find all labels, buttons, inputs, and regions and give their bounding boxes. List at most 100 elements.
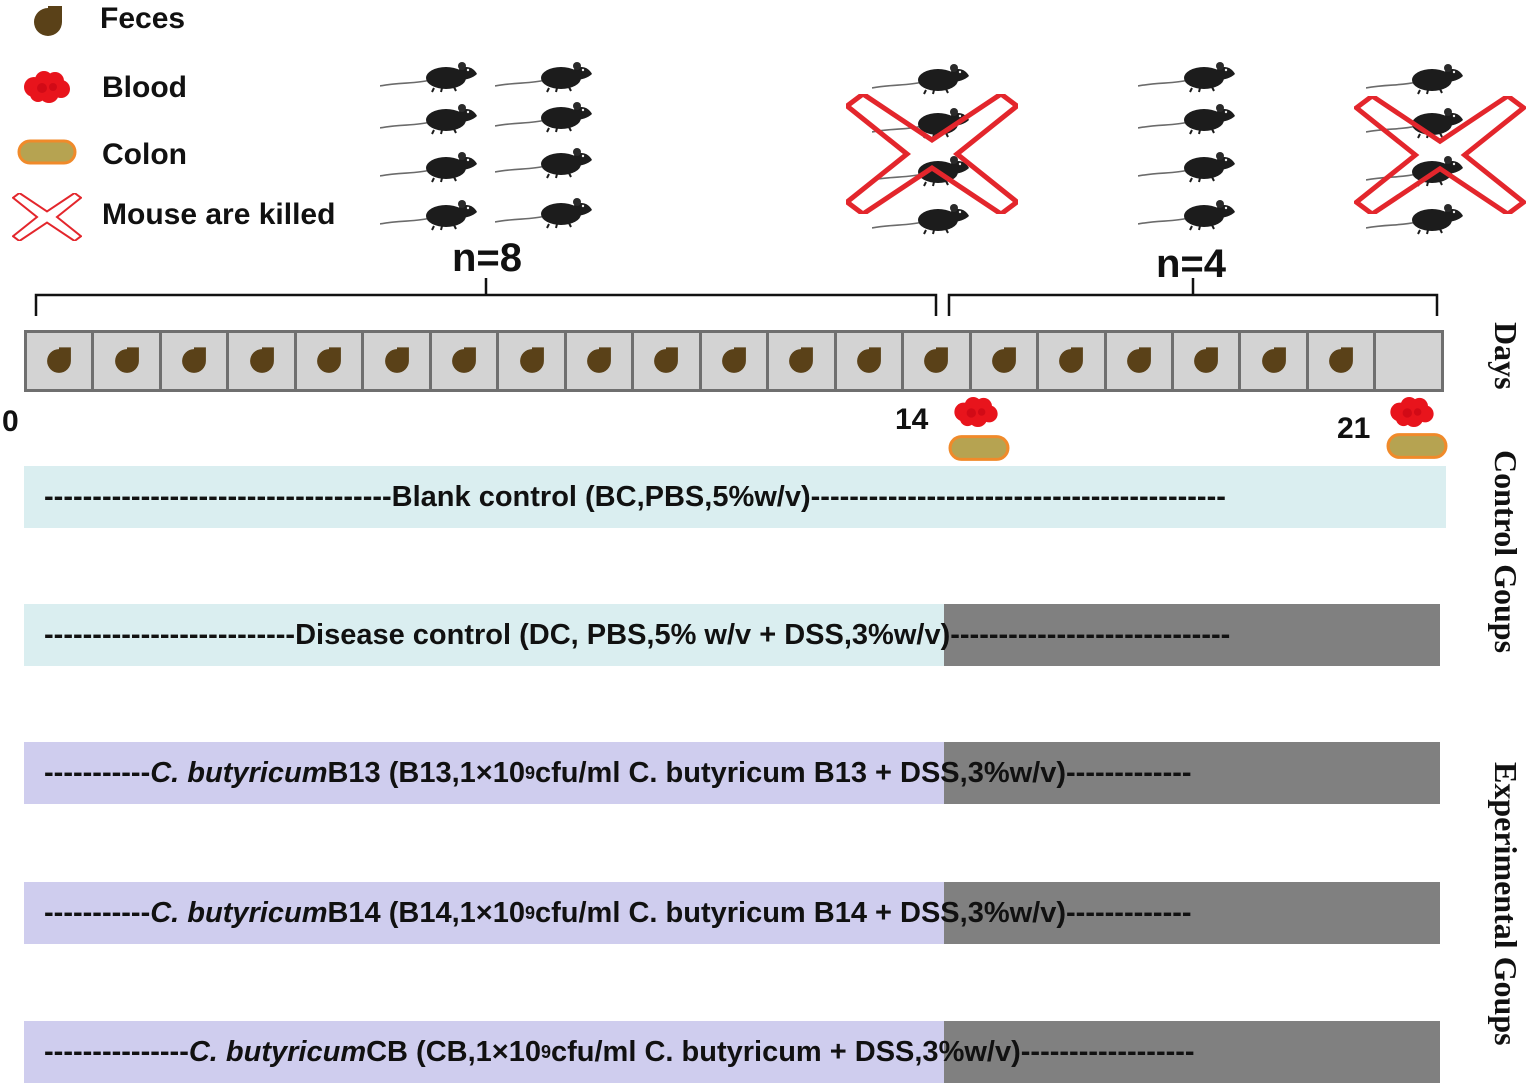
group-b14-detail: cfu/ml C. butyricum B14 + DSS,3%w/v)	[535, 896, 1067, 929]
day-mid-label: 14	[895, 403, 929, 436]
day-cell	[1174, 333, 1242, 389]
group-b13-label: B13 (B13,1×10	[327, 756, 525, 789]
day-cell	[904, 333, 972, 389]
feces-icon	[245, 344, 279, 378]
feces-icon	[42, 344, 76, 378]
days-axis-title: Days	[1488, 322, 1524, 390]
day-end-label: 21	[1337, 412, 1371, 445]
feces-icon	[649, 344, 683, 378]
day-cell	[769, 333, 837, 389]
mouse-icon	[495, 144, 595, 180]
legend-colon-label: Colon	[102, 138, 187, 171]
killed-cross-icon	[1354, 96, 1526, 214]
dash: -------------	[1066, 896, 1192, 929]
mouse-icon	[495, 194, 595, 230]
feces-icon	[1189, 344, 1223, 378]
species-name: C. butyricum	[150, 896, 328, 929]
dash: -----------	[44, 896, 151, 929]
dash: ----------------------------------------…	[810, 480, 1226, 513]
feces-icon	[1324, 344, 1358, 378]
feces-icon	[1122, 344, 1156, 378]
day-cell	[1309, 333, 1377, 389]
colon-icon	[948, 434, 1010, 462]
feces-icon	[784, 344, 818, 378]
legend-killed-label: Mouse are killed	[102, 198, 336, 231]
mouse-icon	[1138, 196, 1238, 232]
legend-blood-label: Blood	[102, 71, 187, 104]
mouse-icon	[495, 98, 595, 134]
group-blank-label: Blank control (BC,PBS,5%w/v)	[391, 480, 811, 513]
group-cb-label: CB (CB,1×10	[366, 1035, 541, 1068]
dash: -----------	[44, 756, 151, 789]
feces-icon	[28, 2, 68, 42]
mouse-icon	[495, 58, 595, 94]
day-cell	[432, 333, 500, 389]
day-start-label: 0	[2, 405, 19, 438]
feces-icon	[852, 344, 886, 378]
group-b14-label: B14 (B14,1×10	[327, 896, 525, 929]
group-disease-control: --------------------------Disease contro…	[24, 604, 1440, 666]
day-timeline	[24, 330, 1444, 392]
group-cb-detail: cfu/ml C. butyricum + DSS,3%w/v)	[551, 1035, 1021, 1068]
phase2-n-label: n=4	[1156, 242, 1227, 286]
day-cell	[364, 333, 432, 389]
group-b13-detail: cfu/ml C. butyricum B13 + DSS,3%w/v)	[535, 756, 1067, 789]
day-cell	[94, 333, 162, 389]
dash: ---------------	[44, 1035, 189, 1068]
colon-icon	[1386, 432, 1448, 460]
feces-icon	[1257, 344, 1291, 378]
blood-icon	[22, 70, 72, 104]
feces-icon	[177, 344, 211, 378]
colon-icon	[17, 139, 77, 165]
feces-icon	[380, 344, 414, 378]
day-cell	[1241, 333, 1309, 389]
legend-feces-label: Feces	[100, 2, 186, 35]
day-cell	[229, 333, 297, 389]
dss-phase-bar	[944, 882, 1440, 944]
control-groups-label: Control Goups	[1488, 450, 1524, 654]
feces-icon	[515, 344, 549, 378]
mouse-icon	[1366, 60, 1466, 96]
mouse-icon	[380, 148, 480, 184]
day-cell	[162, 333, 230, 389]
day-cell	[1376, 333, 1440, 389]
feces-icon	[447, 344, 481, 378]
feces-icon	[987, 344, 1021, 378]
killed-cross-icon	[12, 193, 82, 241]
dash: ------------------	[1020, 1035, 1195, 1068]
day-cell	[499, 333, 567, 389]
day-cell	[297, 333, 365, 389]
killed-cross-icon	[846, 94, 1018, 214]
group-disease-label: Disease control (DC, PBS,5% w/v + DSS,3%…	[295, 618, 951, 651]
feces-icon	[1054, 344, 1088, 378]
exponent: 9	[524, 902, 535, 923]
dash: ------------------------------------	[44, 480, 392, 513]
mouse-icon	[1138, 148, 1238, 184]
feces-icon	[312, 344, 346, 378]
feces-icon	[582, 344, 616, 378]
mouse-icon	[380, 196, 480, 232]
day-cell	[702, 333, 770, 389]
day-cell	[567, 333, 635, 389]
dss-phase-bar	[944, 1021, 1440, 1083]
day-cell	[1107, 333, 1174, 389]
dash: -----------------------------	[950, 618, 1231, 651]
day-cell	[837, 333, 905, 389]
phase1-n-label: n=8	[452, 236, 523, 280]
mouse-icon	[872, 60, 972, 96]
dss-phase-bar	[944, 604, 1440, 666]
mouse-icon	[1138, 100, 1238, 136]
day-cell	[1039, 333, 1107, 389]
mouse-icon	[380, 58, 480, 94]
dash: -------------	[1066, 756, 1192, 789]
phase-brackets	[34, 278, 1439, 316]
species-name: C. butyricum	[150, 756, 328, 789]
feces-icon	[110, 344, 144, 378]
dss-phase-bar	[944, 742, 1440, 804]
day-cell	[634, 333, 702, 389]
day-cell	[27, 333, 95, 389]
feces-icon	[717, 344, 751, 378]
